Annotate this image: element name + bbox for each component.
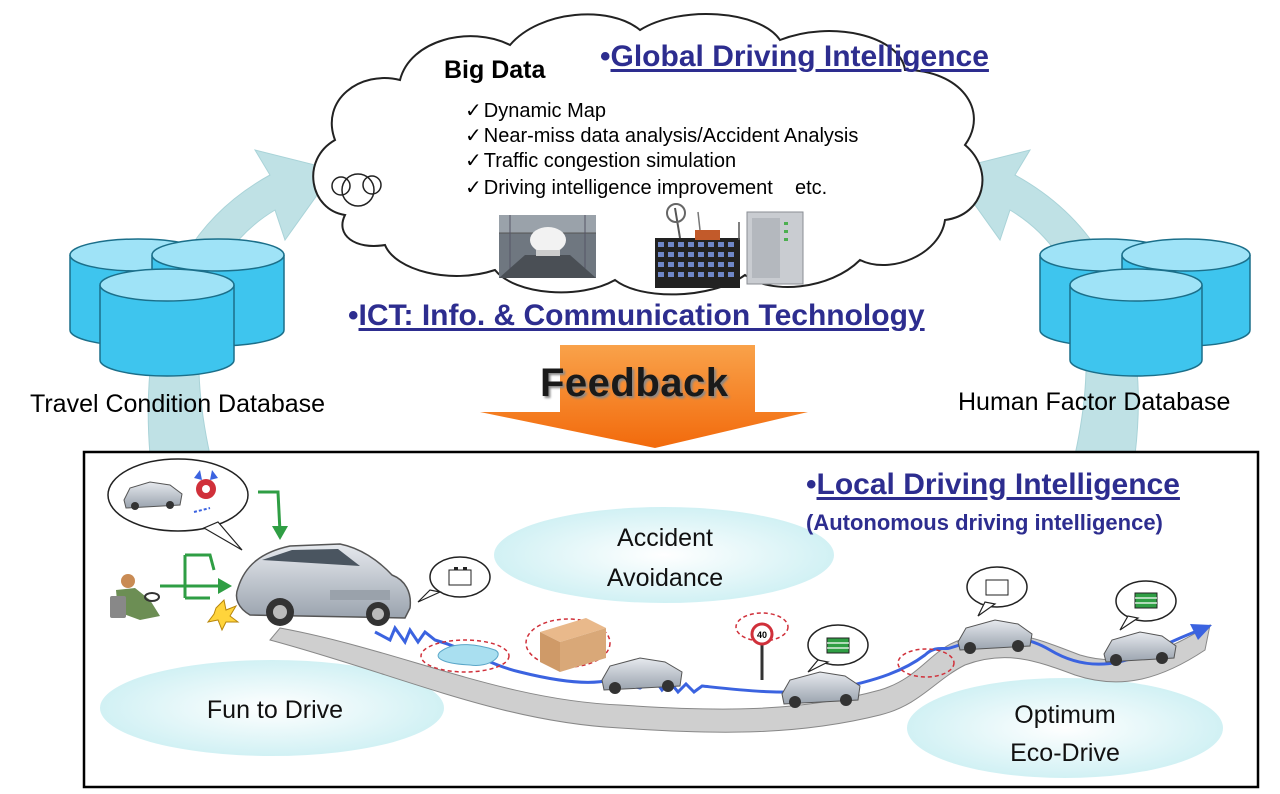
local-driving-subtitle: (Autonomous driving intelligence) <box>806 510 1163 535</box>
car-speed-sign <box>781 671 861 708</box>
check-icon: ✓ <box>465 125 482 147</box>
eco-drive-zone <box>907 678 1223 778</box>
accident-avoidance-label: Accident Avoidance <box>560 518 770 598</box>
curve-highlight <box>897 648 955 678</box>
big-data-item-text: Near-miss data analysis/Accident Analysi… <box>483 125 859 147</box>
control-feedback-arrows <box>160 490 288 600</box>
eco-drive-label: Optimum Eco-Drive <box>965 696 1165 772</box>
check-icon: ✓ <box>465 177 482 199</box>
feedback-arrow <box>480 345 808 448</box>
obstacle-box <box>525 618 611 672</box>
car-thought-bubble <box>107 458 249 551</box>
eco-label-line2: Eco-Drive <box>1010 739 1120 767</box>
data-center-image <box>655 203 804 288</box>
check-icon: ✓ <box>465 150 482 172</box>
contact-spark-icon <box>206 598 240 632</box>
car-obstacle-pass <box>601 657 683 694</box>
feedback-label: Feedback <box>540 361 729 405</box>
puddle-hazard <box>420 639 510 673</box>
simulator-hangar-image <box>499 215 596 278</box>
accident-avoidance-zone <box>494 507 834 603</box>
road <box>269 624 1211 733</box>
big-data-item: ✓Dynamic Map <box>465 98 606 123</box>
battery-bubble-1 <box>417 556 491 603</box>
big-data-cloud <box>312 13 984 296</box>
local-heading-bullet: • <box>806 468 817 501</box>
eco-label-line1: Optimum <box>1014 701 1116 729</box>
ict-heading: •ICT: Info. & Communication Technology <box>348 299 925 333</box>
car-curve <box>957 619 1033 654</box>
big-data-title: Big Data <box>444 56 546 84</box>
battery-bubble-4 <box>1115 580 1177 631</box>
travel-condition-database-label: Travel Condition Database <box>30 390 326 418</box>
battery-bubble-2 <box>807 624 869 673</box>
car-eco <box>1103 631 1177 666</box>
big-data-item-text: Dynamic Map <box>483 100 607 122</box>
big-data-item: ✓Driving intelligence improvement etc. <box>465 175 827 200</box>
big-data-item: ✓Near-miss data analysis/Accident Analys… <box>465 123 858 148</box>
travel-condition-database-icon <box>69 238 285 377</box>
big-data-item-text: Driving intelligence improvement etc. <box>483 177 828 199</box>
big-data-item: ✓Traffic congestion simulation <box>465 148 736 173</box>
accident-label-line1: Accident <box>617 524 713 552</box>
ict-heading-text: ICT: Info. & Communication Technology <box>358 299 925 332</box>
accident-label-line2: Avoidance <box>606 564 724 592</box>
ict-heading-bullet: • <box>348 299 359 332</box>
global-heading-bullet: • <box>600 40 611 73</box>
path-arrowhead <box>1190 624 1212 640</box>
global-heading-text: Global Driving Intelligence <box>610 40 989 73</box>
fun-to-drive-zone <box>100 660 444 756</box>
local-driving-heading: •Local Driving Intelligence <box>806 468 1180 502</box>
global-driving-heading: •Global Driving Intelligence <box>600 40 989 74</box>
speed-sign-value: 40 <box>757 630 767 640</box>
fun-to-drive-label: Fun to Drive <box>206 696 344 724</box>
human-factor-database-icon <box>1039 238 1251 377</box>
human-factor-database-label: Human Factor Database <box>958 388 1231 416</box>
check-icon: ✓ <box>465 100 482 122</box>
big-data-item-text: Traffic congestion simulation <box>483 150 737 172</box>
main-car-image <box>235 543 412 626</box>
speed-limit-sign: 40 <box>735 612 789 680</box>
battery-bubble-3 <box>966 566 1028 617</box>
local-heading-text: Local Driving Intelligence <box>816 468 1180 501</box>
driver-figure <box>110 574 160 620</box>
